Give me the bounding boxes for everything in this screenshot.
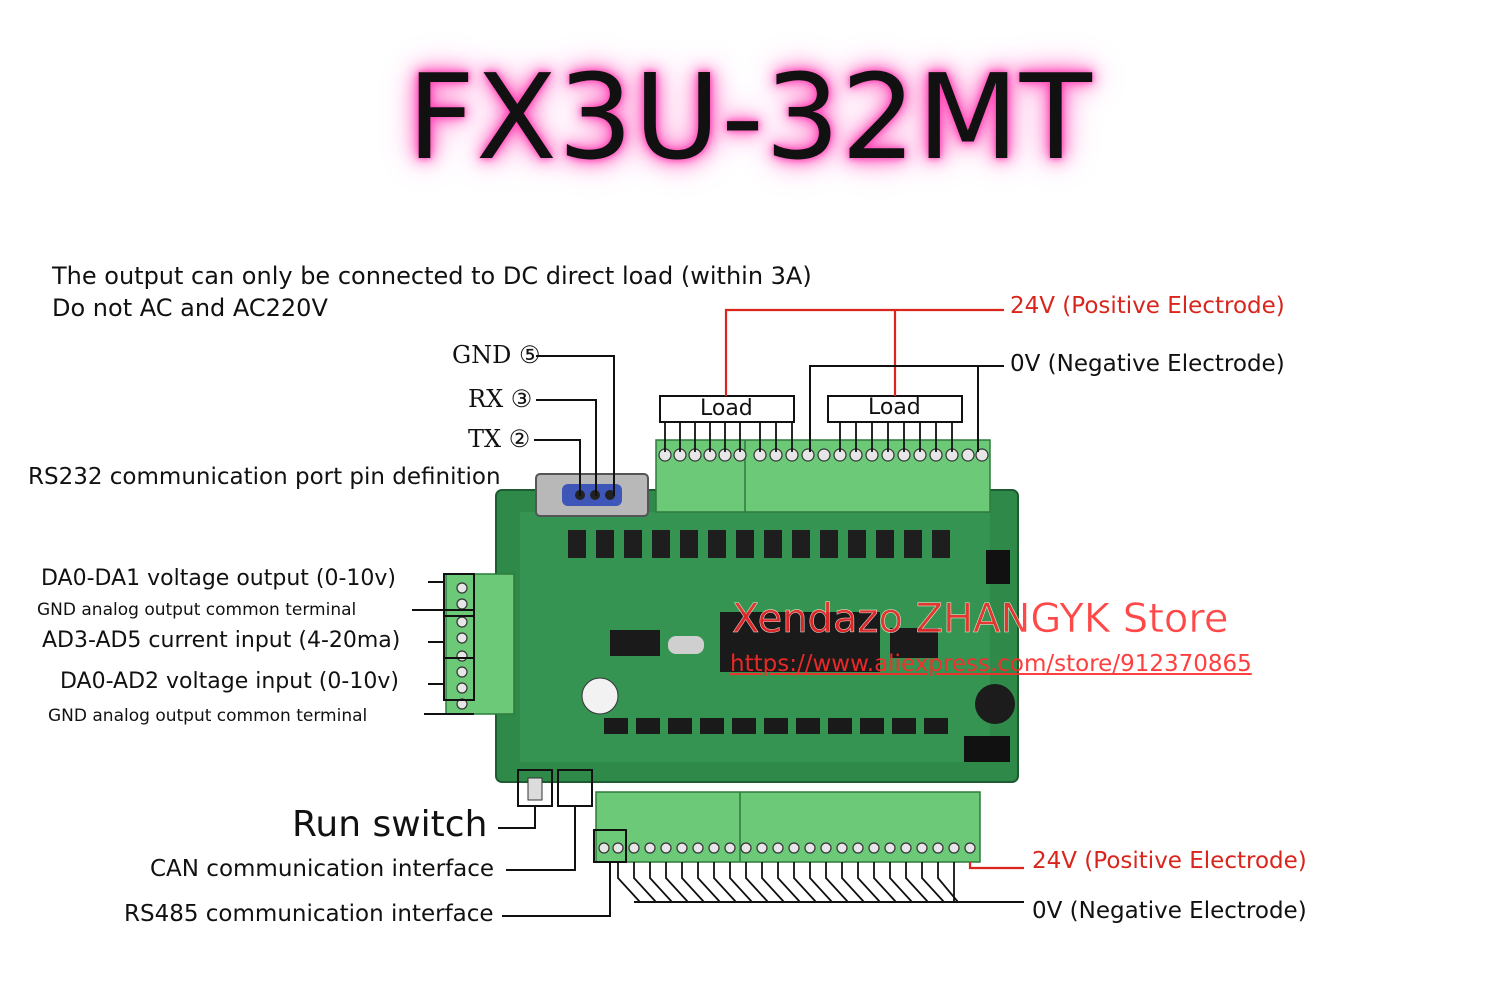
note-line-2: Do not AC and AC220V [52, 294, 328, 322]
analog-terminal-block [445, 573, 515, 715]
bottom-input-wires [617, 862, 1024, 903]
rs232-leaders [534, 355, 615, 496]
load-left-label: Load [700, 396, 753, 421]
chips [581, 612, 1015, 762]
note-line-1: The output can only be connected to DC d… [52, 262, 812, 290]
load-drop-lines [664, 422, 953, 452]
rs232-caption: RS232 communication port pin definition [28, 464, 501, 490]
ad-current-label: AD3-AD5 current input (4-20ma) [42, 628, 401, 653]
da-output-label: DA0-DA1 voltage output (0-10v) [41, 566, 396, 591]
bottom-positive-wire [968, 862, 1024, 870]
rs232-rx-label: RX ③ [468, 385, 533, 413]
top-negative-label: 0V (Negative Electrode) [1010, 351, 1285, 377]
bottom-positive-label: 24V (Positive Electrode) [1032, 848, 1307, 874]
top-negative-wire [809, 365, 1004, 452]
page-title: FX3U-32MT [407, 48, 1093, 186]
input-optocouplers [604, 718, 948, 734]
load-right-label: Load [868, 395, 921, 420]
bottom-terminal-block [595, 791, 981, 863]
rs232-gnd-label: GND ⑤ [452, 341, 541, 369]
load-box-right [827, 395, 963, 423]
bottom-terminal-screws [598, 842, 976, 854]
run-switch-label: Run switch [292, 804, 488, 845]
analog-leaders [412, 581, 474, 715]
bottom-left-leaders [498, 806, 611, 917]
gnd-common-label-1: GND analog output common terminal [37, 600, 357, 620]
ad-voltage-label: DA0-AD2 voltage input (0-10v) [60, 669, 399, 694]
load-box-left [659, 395, 795, 423]
rs232-tx-label: TX ② [468, 425, 531, 453]
top-terminal-screws [658, 448, 989, 462]
output-transistors [568, 530, 1010, 584]
can-interface-label: CAN communication interface [150, 856, 495, 882]
rs485-interface-label: RS485 communication interface [124, 901, 494, 927]
store-watermark: Xendazo ZHANGYK Store [732, 596, 1229, 643]
top-positive-label: 24V (Positive Electrode) [1010, 293, 1285, 319]
store-url-link[interactable]: https://www.aliexpress.com/store/9123708… [730, 651, 1252, 677]
top-positive-wire [724, 308, 1004, 396]
bottom-negative-label: 0V (Negative Electrode) [1032, 898, 1307, 924]
gnd-common-label-2: GND analog output common terminal [48, 706, 368, 726]
